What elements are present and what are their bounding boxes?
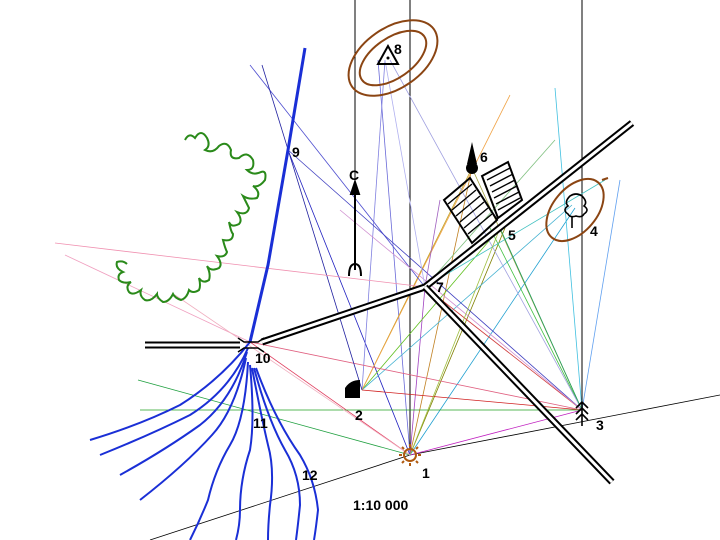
point-label-4: 4: [590, 223, 598, 239]
coniferous-trees-icon: [575, 400, 589, 426]
base-rays: [149, 394, 720, 540]
north-label: С: [349, 167, 359, 183]
point-label-5: 5: [508, 227, 516, 243]
north-arrow: [348, 178, 362, 277]
bridge-icon: [237, 337, 265, 353]
point-label-8: 8: [394, 41, 402, 57]
scale-label: 1:10 000: [353, 497, 408, 513]
contour-lines: [89, 341, 320, 540]
point-label-10: 10: [255, 350, 271, 366]
point-label-7: 7: [436, 279, 444, 295]
point-label-3: 3: [596, 417, 604, 433]
point-label-9: 9: [292, 144, 300, 160]
tree-grove-outline: [545, 177, 609, 242]
tower-icon: [466, 142, 478, 174]
road-network: [145, 120, 635, 485]
point-label-12: 12: [302, 467, 318, 483]
hill-contours: [347, 19, 439, 97]
point-label-2: 2: [355, 407, 363, 423]
deciduous-tree-icon: [564, 193, 588, 228]
sun-symbol-icon: [399, 444, 421, 466]
point-label-1: 1: [422, 465, 430, 481]
triangulation-point-icon: [376, 43, 400, 65]
sighting-lines: [54, 59, 621, 456]
point-label-11: 11: [253, 415, 268, 431]
point-label-6: 6: [480, 149, 488, 165]
flag-icon: [345, 380, 360, 398]
houses-icon: [442, 160, 524, 245]
forest-edge: [115, 132, 267, 304]
point-labels: 1 2 3 4 5 6 7 8 9 10 11 12 С 1:10 000: [253, 41, 604, 513]
river: [248, 47, 307, 343]
